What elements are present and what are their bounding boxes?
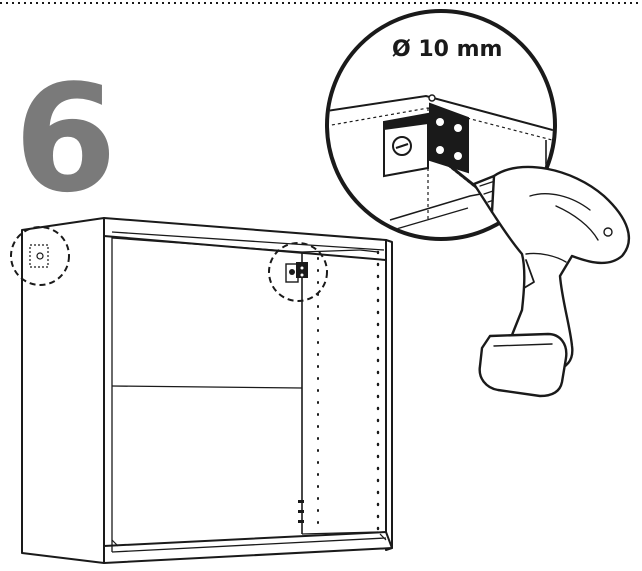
power-drill-icon [428, 148, 631, 398]
step-number: 6 [14, 53, 117, 225]
drill-size-label: Ø 10 mm [392, 37, 502, 62]
wall-bracket-icon [285, 262, 308, 283]
cabinet-side-panel [21, 217, 105, 564]
cabinet-frame [21, 217, 393, 564]
cabinet-right-panel [385, 239, 393, 551]
bracket-detail [383, 94, 469, 178]
cabinet-top-panel [103, 217, 387, 261]
side-hole-marker [10, 226, 70, 286]
cabinet-bottom-panel [103, 531, 393, 564]
cabinet-shelf [111, 385, 303, 389]
bracket-marker [268, 242, 328, 302]
